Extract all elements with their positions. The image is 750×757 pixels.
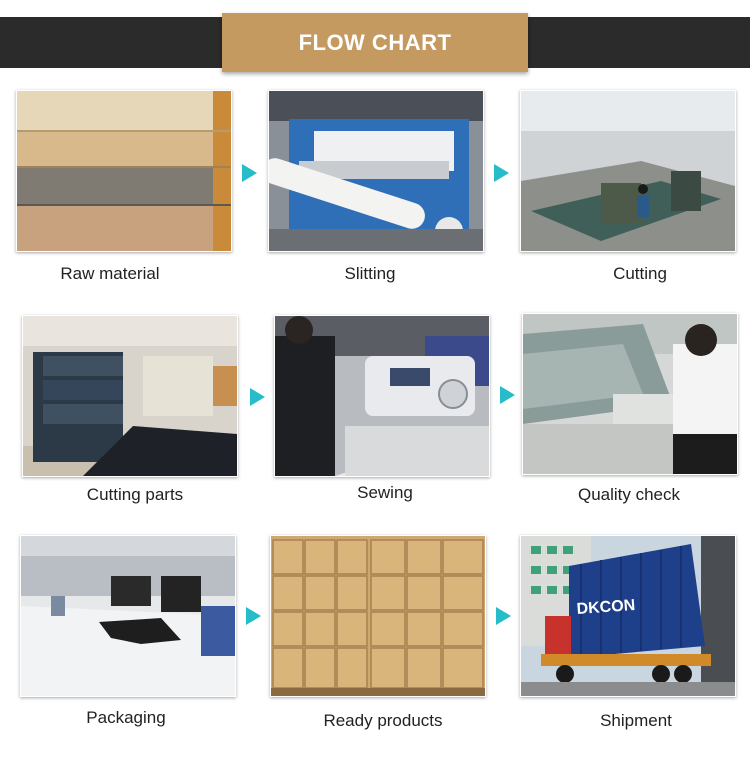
container-brand-text: DKCON (576, 597, 636, 618)
step-label-raw-material: Raw material (60, 264, 160, 283)
cutting-photo (520, 90, 736, 252)
flow-arrow-2 (494, 164, 509, 182)
flow-arrow-4 (500, 386, 515, 404)
step-label-cutting: Cutting (613, 264, 667, 283)
header-title-box: FLOW CHART (222, 13, 528, 72)
step-label-ready-products: Ready products (323, 711, 443, 730)
page-title: FLOW CHART (298, 29, 452, 55)
step-label-quality-check: Quality check (577, 485, 681, 504)
slitting-photo (268, 90, 484, 252)
flow-arrow-1 (242, 164, 257, 182)
step-label-shipment: Shipment (600, 711, 672, 730)
sewing-photo (274, 315, 490, 477)
step-label-sewing: Sewing (357, 483, 413, 502)
raw-material-photo (16, 90, 232, 252)
flow-arrow-6 (496, 607, 511, 625)
ready-products-photo (270, 535, 486, 697)
quality-check-photo (522, 313, 738, 475)
step-label-packaging: Packaging (86, 708, 166, 727)
flow-arrow-3 (250, 388, 265, 406)
flow-arrow-5 (246, 607, 261, 625)
shipment-photo: DKCON (520, 535, 736, 697)
step-label-cutting-parts: Cutting parts (86, 485, 184, 504)
cutting-parts-photo (22, 315, 238, 477)
step-label-slitting: Slitting (344, 264, 396, 283)
packaging-photo (20, 535, 236, 697)
